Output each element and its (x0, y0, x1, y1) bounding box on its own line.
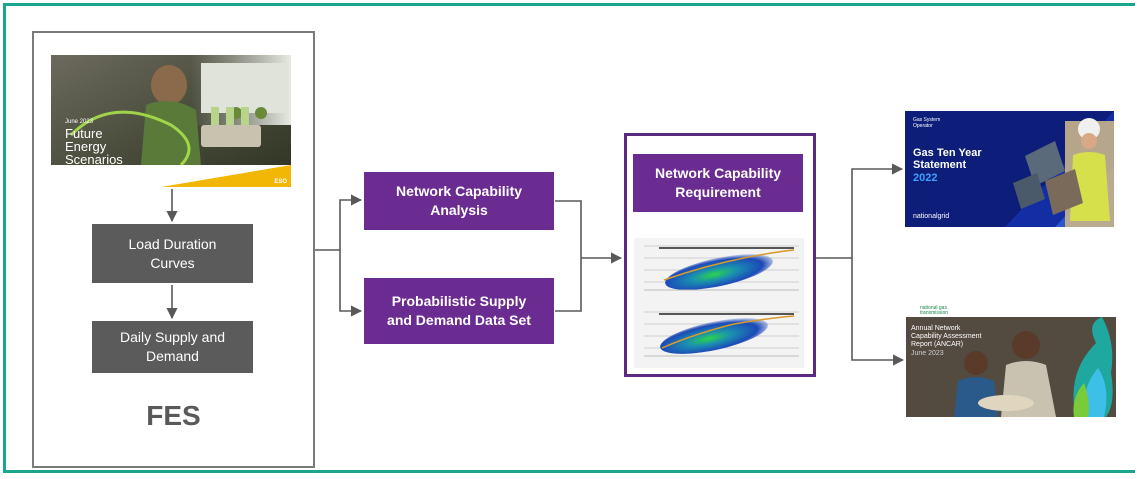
requirement-panel (624, 133, 816, 377)
upper-plot (644, 245, 799, 291)
fes-cover-date: June 2023 (65, 119, 94, 125)
ancar-brand: national gas transmission (920, 305, 949, 316)
load-duration-curves-box: Load Duration Curves (92, 224, 253, 283)
fork-fes-to-analysis (315, 194, 363, 251)
merge-analysis (555, 200, 582, 258)
merge-probabilistic (555, 258, 582, 312)
gtys-brand: nationalgrid (913, 213, 950, 220)
fork-to-gtys (816, 163, 904, 259)
lower-plot (644, 311, 799, 357)
gtys-cover-image: Gas System Operator Gas Ten Year Stateme… (905, 111, 1114, 227)
network-capability-requirement-box: Network Capability Requirement (633, 154, 803, 212)
ancar-title: Annual Network Capability Assessment Rep… (911, 325, 982, 348)
probabilistic-data-set-box: Probabilistic Supply and Demand Data Set (364, 278, 554, 344)
fes-cover-image: June 2023 Future Energy Scenarios ESO (51, 55, 291, 187)
gtys-title: Gas Ten Year Statement (913, 147, 982, 171)
eso-badge: ESO (274, 179, 287, 185)
fork-fes-to-probabilistic (339, 250, 363, 317)
ancar-date: June 2023 (911, 350, 944, 357)
fes-cover-title: Future Energy Scenarios (65, 126, 123, 167)
gtys-operator: Gas System Operator (913, 117, 941, 129)
scatter-density-plots (634, 238, 804, 368)
collage-photos (1013, 141, 1083, 215)
outer-frame (3, 3, 1135, 473)
fes-label: FES (146, 400, 201, 431)
daily-supply-demand-box: Daily Supply and Demand (92, 321, 253, 373)
gtys-year: 2022 (913, 172, 938, 184)
fork-to-ancar (851, 258, 905, 366)
ancar-cover-image: national gas transmission Annual Network… (906, 303, 1116, 417)
network-capability-analysis-box: Network Capability Analysis (364, 172, 554, 230)
